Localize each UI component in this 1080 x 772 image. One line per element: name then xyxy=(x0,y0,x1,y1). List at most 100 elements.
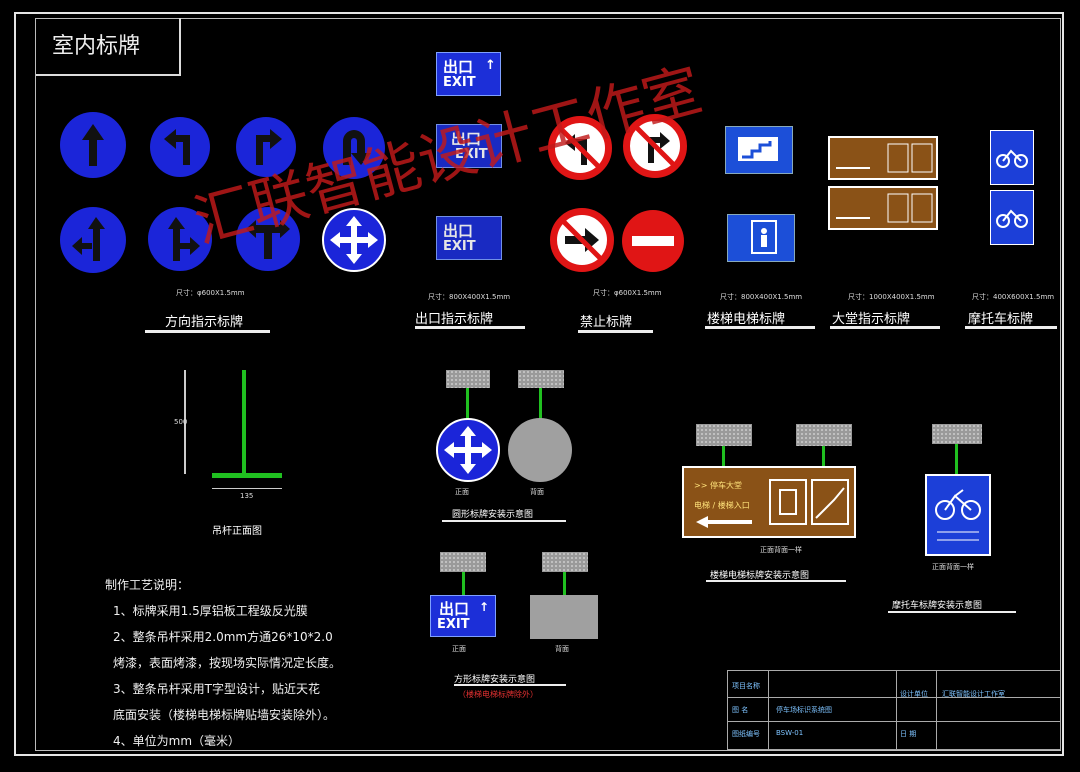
note-line: 2、整条吊杆采用2.0mm方通26*10*2.0 xyxy=(113,630,333,644)
moto-install-side: 正面背面一样 xyxy=(932,563,974,571)
hanger-rod xyxy=(822,446,825,468)
exit-sign-2: 出口 EXIT xyxy=(436,124,502,168)
direction-label: 方向指示标牌 xyxy=(165,315,244,330)
exit-en-text: EXIT xyxy=(437,617,470,632)
round-sign-back xyxy=(508,418,572,482)
hanger-rod xyxy=(539,388,542,420)
underline xyxy=(706,580,846,582)
title-box xyxy=(36,18,181,76)
elevator-stairs-icon xyxy=(836,193,933,223)
round-back: 背面 xyxy=(530,488,544,496)
round-front: 正面 xyxy=(455,488,469,496)
arrow-right-icon xyxy=(561,219,603,261)
underline xyxy=(442,520,566,522)
elevator-stairs-icon xyxy=(836,143,933,173)
no-left-turn-icon xyxy=(559,127,601,169)
motorcycle-icon xyxy=(996,149,1028,168)
hanger-rod xyxy=(722,446,725,468)
hanger-rod xyxy=(466,388,469,420)
sign-turn-right xyxy=(236,117,296,177)
hall-sign-line2: 电梯 / 楼梯入口 xyxy=(694,501,750,510)
page-title: 室内标牌 xyxy=(52,34,141,59)
production-notes: 制作工艺说明： 1、标牌采用1.5厚铝板工程级反光膜 2、整条吊杆采用2.0mm… xyxy=(105,572,341,754)
exit-cn-text: 出口 xyxy=(451,130,482,148)
note-line: 3、整条吊杆采用T字型设计，贴近天花 xyxy=(113,682,320,696)
note-line: 4、单位为mm（毫米） xyxy=(113,734,241,748)
sign-four-way xyxy=(322,208,386,272)
exit-sign-3: 出口 EXIT xyxy=(436,216,502,260)
hanger-rod xyxy=(955,444,958,474)
tb-company: 汇联智能设计工作室 xyxy=(942,690,1005,698)
arrow-up-icon xyxy=(82,124,104,166)
underline xyxy=(705,326,815,329)
notes-heading: 制作工艺说明： xyxy=(105,578,190,592)
sign-straight-left xyxy=(60,207,126,273)
prohibit-size: 尺寸：φ600X1.5mm xyxy=(593,289,662,297)
hanger-rod xyxy=(563,572,566,596)
inner-frame xyxy=(35,18,1061,751)
no-right-turn-sign xyxy=(623,114,687,178)
note-line: 底面安装（楼梯电梯标牌贴墙安装除外）。 xyxy=(113,708,336,722)
exit-en-text: EXIT xyxy=(443,75,476,90)
arrow-up-icon: ↑ xyxy=(479,600,490,614)
no-right-turn-icon xyxy=(634,125,676,167)
ceiling-block xyxy=(440,552,486,572)
underline xyxy=(454,684,566,686)
square-sign-front: 出口 ↑ EXIT xyxy=(430,595,496,637)
no-left-turn-sign xyxy=(548,116,612,180)
straight-left-icon xyxy=(72,217,105,261)
note-line: 1、标牌采用1.5厚铝板工程级反光膜 xyxy=(113,604,308,618)
exit-size: 尺寸：800X400X1.5mm xyxy=(428,293,511,301)
square-install-label: 方形标牌安装示意图 xyxy=(454,675,536,685)
elevator-sign xyxy=(727,214,795,262)
ceiling-block xyxy=(446,370,490,388)
no-entry-sign xyxy=(622,210,684,272)
stair-sign xyxy=(725,126,793,174)
elevator-size: 尺寸：800X400X1.5mm xyxy=(720,293,803,301)
exit-en-text: EXIT xyxy=(455,147,488,162)
elevator-icon xyxy=(751,220,777,254)
square-sign-back xyxy=(530,595,598,639)
four-way-arrow-icon xyxy=(330,216,378,264)
tb-date: 日 期 xyxy=(900,730,917,738)
turn-left-icon xyxy=(164,129,190,165)
moto-sign-1 xyxy=(990,130,1034,185)
ceiling-block xyxy=(696,424,752,446)
ceiling-block xyxy=(796,424,852,446)
exit-label: 出口指示标牌 xyxy=(415,312,494,327)
sign-left-right xyxy=(236,207,300,271)
arrow-up-icon: ↑ xyxy=(485,58,496,73)
dim-line-horizontal xyxy=(212,488,282,489)
underline xyxy=(145,330,270,333)
hanger-rod xyxy=(462,572,465,596)
exit-cn-text: 出口 xyxy=(443,58,474,76)
drawing-frame xyxy=(14,12,1064,756)
moto-sign-large xyxy=(925,474,991,556)
hall-sign-line1: >> 停车大堂 xyxy=(694,481,742,490)
exit-cn-text: 出口 xyxy=(443,222,474,240)
elevator-install-side: 正面背面一样 xyxy=(760,546,802,554)
hall-size: 尺寸：1000X400X1.5mm xyxy=(848,293,935,301)
underline xyxy=(888,611,1016,613)
straight-right-icon xyxy=(168,217,200,261)
exit-cn-text: 出口 xyxy=(439,600,470,618)
hall-label: 大堂指示标牌 xyxy=(832,312,911,327)
no-straight-sign xyxy=(550,208,614,272)
moto-size: 尺寸：400X600X1.5mm xyxy=(972,293,1055,301)
no-entry-bar xyxy=(632,236,674,246)
round-sign-front xyxy=(436,418,500,482)
pole xyxy=(242,370,246,474)
motorcycle-icon xyxy=(996,209,1028,228)
tb-drawing-no-value: BSW-01 xyxy=(776,729,804,737)
left-right-icon xyxy=(246,220,290,259)
moto-install-label: 摩托车标牌安装示意图 xyxy=(892,601,983,611)
hall-sign-1 xyxy=(828,136,938,180)
underline xyxy=(965,326,1057,329)
tb-drawing-no: 图纸编号 xyxy=(732,730,760,738)
ceiling-block xyxy=(542,552,588,572)
tb-designer: 设计单位 xyxy=(900,690,928,698)
four-way-arrow-icon xyxy=(444,426,492,474)
hall-sign-2 xyxy=(828,186,938,230)
pole-dim-h: 500 xyxy=(174,418,188,426)
sign-turn-left xyxy=(150,117,210,177)
